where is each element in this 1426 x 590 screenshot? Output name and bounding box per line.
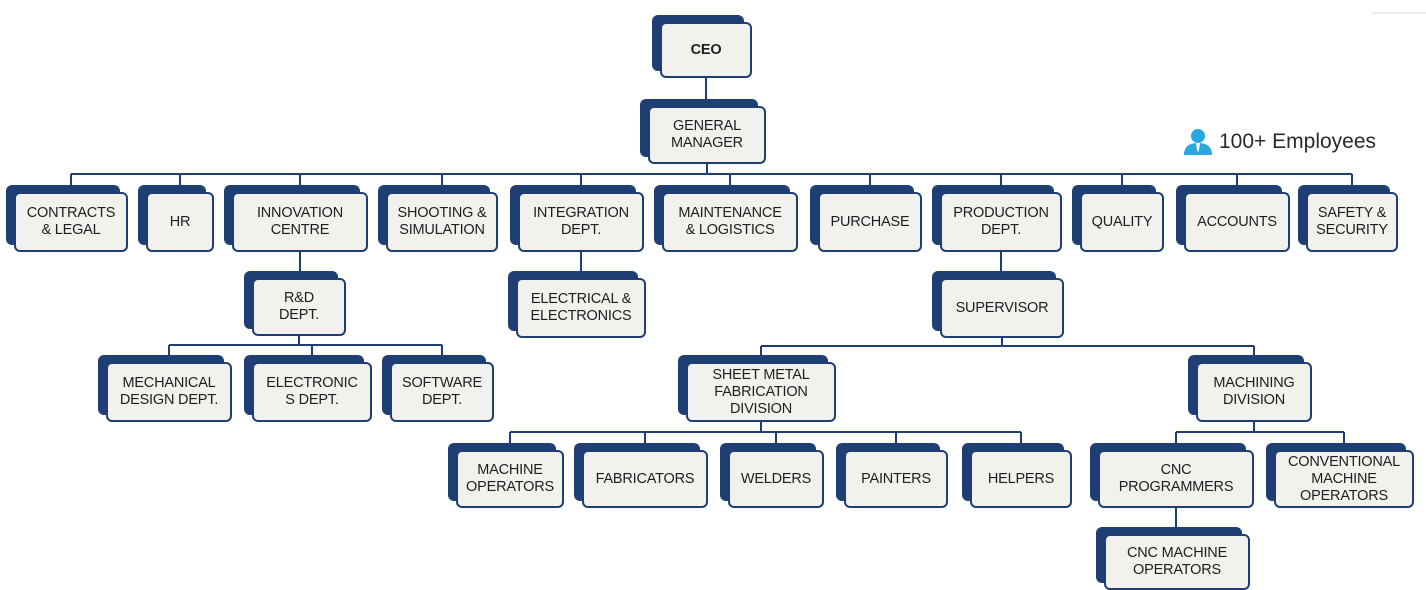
node-rnd: R&D DEPT. bbox=[252, 278, 346, 336]
node-label-software: SOFTWARE DEPT. bbox=[401, 375, 483, 408]
node-label-machineops: MACHINE OPERATORS bbox=[466, 462, 554, 495]
node-conventional: CONVENTIONAL MACHINE OPERATORS bbox=[1274, 450, 1414, 508]
node-machineops: MACHINE OPERATORS bbox=[456, 450, 564, 508]
node-mechanical: MECHANICAL DESIGN DEPT. bbox=[106, 362, 232, 422]
node-software: SOFTWARE DEPT. bbox=[390, 362, 494, 422]
node-helpers: HELPERS bbox=[970, 450, 1072, 508]
node-label-conventional: CONVENTIONAL MACHINE OPERATORS bbox=[1287, 453, 1400, 504]
node-accounts: ACCOUNTS bbox=[1184, 192, 1290, 252]
node-label-mechanical: MECHANICAL DESIGN DEPT. bbox=[119, 375, 219, 408]
node-label-maintenance: MAINTENANCE & LOGISTICS bbox=[678, 205, 782, 238]
node-quality: QUALITY bbox=[1080, 192, 1164, 252]
node-label-gm: GENERAL MANAGER bbox=[671, 118, 743, 151]
node-safety: SAFETY & SECURITY bbox=[1306, 192, 1398, 252]
node-gm: GENERAL MANAGER bbox=[648, 106, 766, 164]
node-electrical: ELECTRICAL & ELECTRONICS bbox=[516, 278, 646, 338]
node-label-shooting: SHOOTING & SIMULATION bbox=[397, 205, 487, 238]
node-label-hr: HR bbox=[169, 213, 191, 230]
node-fabricators: FABRICATORS bbox=[582, 450, 708, 508]
node-label-integration: INTEGRATION DEPT. bbox=[533, 205, 629, 238]
person-icon bbox=[1184, 129, 1212, 155]
node-shooting: SHOOTING & SIMULATION bbox=[386, 192, 498, 252]
employee-count-badge: 100+ Employees bbox=[1183, 128, 1376, 156]
node-innovation: INNOVATION CENTRE bbox=[232, 192, 368, 252]
node-machining: MACHINING DIVISION bbox=[1196, 362, 1312, 422]
node-label-electronics: ELECTRONIC S DEPT. bbox=[266, 375, 358, 408]
node-label-supervisor: SUPERVISOR bbox=[955, 299, 1049, 316]
node-label-fabricators: FABRICATORS bbox=[595, 470, 695, 487]
node-contracts: CONTRACTS & LEGAL bbox=[14, 192, 128, 252]
node-label-helpers: HELPERS bbox=[987, 470, 1055, 487]
node-label-cncops: CNC MACHINE OPERATORS bbox=[1126, 545, 1228, 578]
node-welders: WELDERS bbox=[728, 450, 824, 508]
node-supervisor: SUPERVISOR bbox=[940, 278, 1064, 338]
node-label-rnd: R&D DEPT. bbox=[278, 290, 320, 323]
node-label-painters: PAINTERS bbox=[861, 470, 931, 487]
node-label-purchase: PURCHASE bbox=[830, 213, 910, 230]
node-label-safety: SAFETY & SECURITY bbox=[1316, 205, 1388, 238]
node-purchase: PURCHASE bbox=[818, 192, 922, 252]
node-label-quality: QUALITY bbox=[1091, 213, 1153, 230]
node-label-production: PRODUCTION DEPT. bbox=[953, 205, 1049, 238]
node-hr: HR bbox=[146, 192, 214, 252]
node-label-electrical: ELECTRICAL & ELECTRONICS bbox=[530, 291, 632, 324]
node-painters: PAINTERS bbox=[844, 450, 948, 508]
node-label-innovation: INNOVATION CENTRE bbox=[256, 205, 344, 238]
node-label-machining: MACHINING DIVISION bbox=[1213, 375, 1295, 408]
node-maintenance: MAINTENANCE & LOGISTICS bbox=[662, 192, 798, 252]
node-integration: INTEGRATION DEPT. bbox=[518, 192, 644, 252]
top-divider bbox=[1372, 12, 1426, 14]
node-cncprog: CNC PROGRAMMERS bbox=[1098, 450, 1254, 508]
node-label-contracts: CONTRACTS & LEGAL bbox=[26, 205, 116, 238]
node-label-ceo: CEO bbox=[690, 41, 722, 58]
node-label-accounts: ACCOUNTS bbox=[1197, 213, 1277, 230]
node-electronics: ELECTRONIC S DEPT. bbox=[252, 362, 372, 422]
node-production: PRODUCTION DEPT. bbox=[940, 192, 1062, 252]
employee-count-text: 100+ Employees bbox=[1219, 130, 1377, 153]
node-label-welders: WELDERS bbox=[740, 470, 812, 487]
node-sheetmetal: SHEET METAL FABRICATION DIVISION bbox=[686, 362, 836, 422]
node-ceo: CEO bbox=[660, 22, 752, 78]
node-label-sheetmetal: SHEET METAL FABRICATION DIVISION bbox=[712, 366, 810, 417]
node-cncops: CNC MACHINE OPERATORS bbox=[1104, 534, 1250, 590]
node-label-cncprog: CNC PROGRAMMERS bbox=[1118, 462, 1234, 495]
